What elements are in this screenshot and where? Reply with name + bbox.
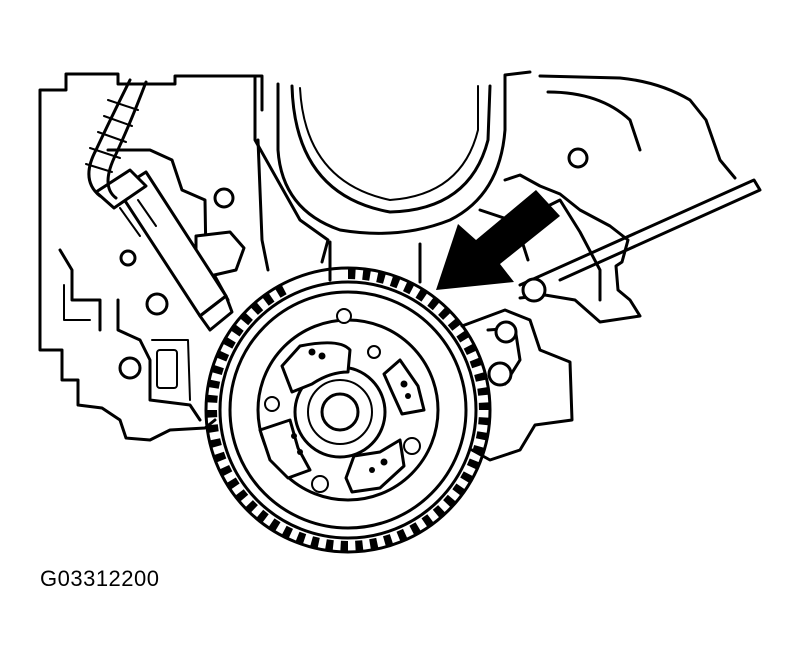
reluctor-tooth (432, 505, 446, 519)
reluctor-tooth (211, 364, 224, 375)
reluctor-tooth (376, 271, 386, 284)
reluctor-tooth (325, 539, 334, 552)
reluctor-tooth (438, 306, 452, 320)
reluctor-tooth (469, 357, 483, 369)
reluctor-tooth (396, 528, 408, 542)
reluctor-tooth (460, 471, 474, 484)
reluctor-tooth (281, 525, 293, 539)
reluctor-tooth (206, 394, 218, 403)
reluctor-tooth (466, 458, 480, 470)
sensor-wiring-harness (85, 78, 148, 200)
reluctor-tooth (421, 514, 434, 528)
reluctor-tooth (262, 292, 275, 306)
reluctor-wheel-teeth (206, 268, 490, 552)
reluctor-tooth (256, 509, 269, 523)
reluctor-tooth (456, 330, 470, 343)
reluctor-tooth (403, 281, 415, 295)
crankshaft-position-sensor (94, 168, 246, 332)
reluctor-tooth (409, 522, 422, 536)
crankshaft-pulley (204, 266, 492, 554)
reluctor-tooth (206, 424, 219, 433)
reluctor-tooth (295, 531, 307, 545)
reluctor-tooth (310, 536, 320, 549)
reluctor-tooth (230, 324, 244, 337)
reluctor-tooth (268, 518, 281, 532)
reluctor-tooth (348, 268, 356, 280)
reluctor-tooth (222, 336, 236, 349)
reluctor-tooth (447, 318, 461, 331)
engine-block (38, 72, 330, 442)
figure-id-label: G03312200 (40, 566, 160, 591)
reluctor-tooth (250, 301, 264, 315)
reluctor-tooth (207, 379, 221, 389)
reluctor-tooth (209, 438, 222, 448)
reluctor-tooth (219, 465, 233, 477)
reluctor-tooth (369, 537, 379, 551)
reluctor-tooth (415, 288, 428, 302)
reluctor-tooth (478, 402, 490, 410)
reluctor-tooth (340, 540, 348, 552)
reluctor-tooth (474, 372, 487, 382)
reluctor-tooth (235, 489, 249, 502)
reluctor-tooth (206, 410, 218, 418)
reluctor-tooth (389, 275, 401, 289)
callout-arrow (436, 190, 560, 290)
reluctor-tooth (362, 268, 371, 281)
reluctor-tooth (475, 431, 489, 441)
reluctor-tooth (472, 445, 485, 456)
reluctor-tooth (452, 483, 466, 496)
reluctor-tooth (477, 387, 490, 396)
reluctor-tooth (274, 284, 287, 298)
reluctor-tooth (239, 312, 253, 326)
dipstick-rod (518, 178, 762, 287)
reluctor-tooth (355, 540, 364, 552)
reluctor-tooth (463, 343, 477, 355)
reluctor-tooth (383, 534, 394, 547)
reluctor-tooth (244, 500, 258, 514)
reluctor-tooth (216, 350, 230, 362)
reluctor-tooth (226, 477, 240, 490)
reluctor-tooth (427, 297, 440, 311)
timing-cover-top (276, 70, 532, 284)
reluctor-tooth (478, 417, 490, 426)
reluctor-tooth (213, 451, 227, 463)
reluctor-tooth (443, 494, 457, 508)
